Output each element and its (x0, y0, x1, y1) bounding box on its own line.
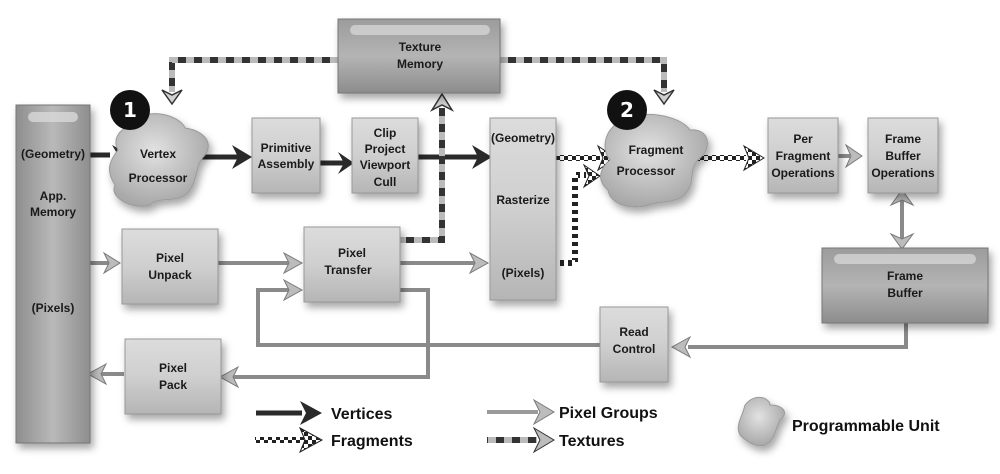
badge-2-text: 2 (620, 98, 634, 122)
fragment-arrows (556, 155, 746, 266)
node-pixel-pack (124, 338, 222, 415)
rasterize-label: Rasterize (496, 193, 550, 207)
badge-1 (110, 90, 150, 130)
node-primitive-assembly (251, 117, 321, 194)
texture-memory-label-1: Texture (399, 40, 442, 54)
app-memory-label-1: App. (40, 189, 67, 203)
per-fragment-label-1: Per (793, 132, 813, 146)
texture-arrows (169, 57, 667, 243)
node-texture-memory (337, 18, 501, 94)
legend-pixel-groups-label: Pixel Groups (559, 405, 658, 422)
frame-buffer-ops-label-1: Frame (885, 132, 921, 146)
legend-vertices: Vertices (256, 401, 392, 425)
legend-textures-label: Textures (559, 433, 625, 450)
node-pixel-transfer (303, 226, 401, 303)
primitive-assembly-label-1: Primitive (261, 141, 312, 155)
legend-vertices-label: Vertices (331, 406, 392, 423)
read-control-label-2: Control (613, 342, 656, 356)
node-app-memory (15, 104, 91, 444)
programmable-unit-icon (737, 396, 785, 447)
app-memory-label-2: Memory (30, 205, 76, 219)
clip-label-1: Clip (374, 126, 397, 140)
app-memory-pixels-label: (Pixels) (32, 301, 75, 315)
pixel-arrowheads (86, 143, 915, 389)
legend-programmable-unit: Programmable Unit (737, 396, 940, 447)
pixel-unpack-label-2: Unpack (148, 268, 192, 282)
badge-1-text: 1 (123, 98, 137, 122)
clip-label-2: Project (365, 142, 406, 156)
fragment-processor-label-2: Processor (617, 164, 676, 178)
frame-buffer-label-2: Buffer (887, 286, 923, 300)
clip-label-4: Cull (374, 175, 397, 189)
node-pixel-unpack (121, 228, 219, 305)
texture-memory-label-2: Memory (397, 57, 443, 71)
node-frame-buffer (821, 247, 989, 324)
vertex-processor-label-2: Processor (129, 171, 188, 185)
clip-label-3: Viewport (360, 158, 410, 172)
pixel-transfer-label-2: Transfer (324, 263, 372, 277)
frame-buffer-label-1: Frame (887, 269, 923, 283)
connections (58, 57, 915, 389)
legend-textures: Textures (487, 426, 625, 454)
rasterize-geometry-label: (Geometry) (491, 131, 555, 145)
fragment-processor-label-1: Fragment (629, 143, 684, 157)
vertex-processor-label-1: Vertex (140, 147, 176, 161)
legend-pixel-groups: Pixel Groups (487, 398, 658, 426)
node-clip-project-viewport-cull (351, 117, 419, 194)
frame-buffer-ops-label-3: Operations (871, 166, 935, 180)
per-fragment-label-2: Fragment (776, 149, 831, 163)
badge-2 (607, 90, 647, 130)
pixel-arrows (90, 154, 908, 379)
pixel-transfer-label-1: Pixel (338, 246, 366, 260)
per-fragment-label-3: Operations (771, 166, 835, 180)
read-control-label-1: Read (619, 325, 648, 339)
node-read-control (599, 306, 669, 383)
legend-fragments-label: Fragments (331, 433, 413, 450)
fragment-arrowheads (582, 144, 765, 189)
node-per-fragment-operations (767, 117, 839, 194)
legend-programmable-unit-label: Programmable Unit (792, 418, 940, 435)
app-memory-geometry-label: (Geometry) (21, 147, 85, 161)
texture-arrowheads (161, 89, 675, 112)
pixel-pack-label-2: Pack (159, 378, 187, 392)
rasterize-pixels-label: (Pixels) (502, 266, 545, 280)
node-frame-buffer-operations (867, 117, 939, 194)
legend: Vertices Fragments Pixel Groups Textures… (255, 396, 940, 454)
vertex-processor-blob (108, 113, 209, 207)
node-rasterize (489, 117, 557, 301)
pixel-unpack-label-1: Pixel (156, 251, 184, 265)
frame-buffer-ops-label-2: Buffer (885, 149, 921, 163)
primitive-assembly-label-2: Assembly (258, 157, 315, 171)
legend-fragments: Fragments (255, 426, 413, 454)
pixel-pack-label-1: Pixel (159, 361, 187, 375)
fragment-processor-blob (600, 113, 708, 208)
